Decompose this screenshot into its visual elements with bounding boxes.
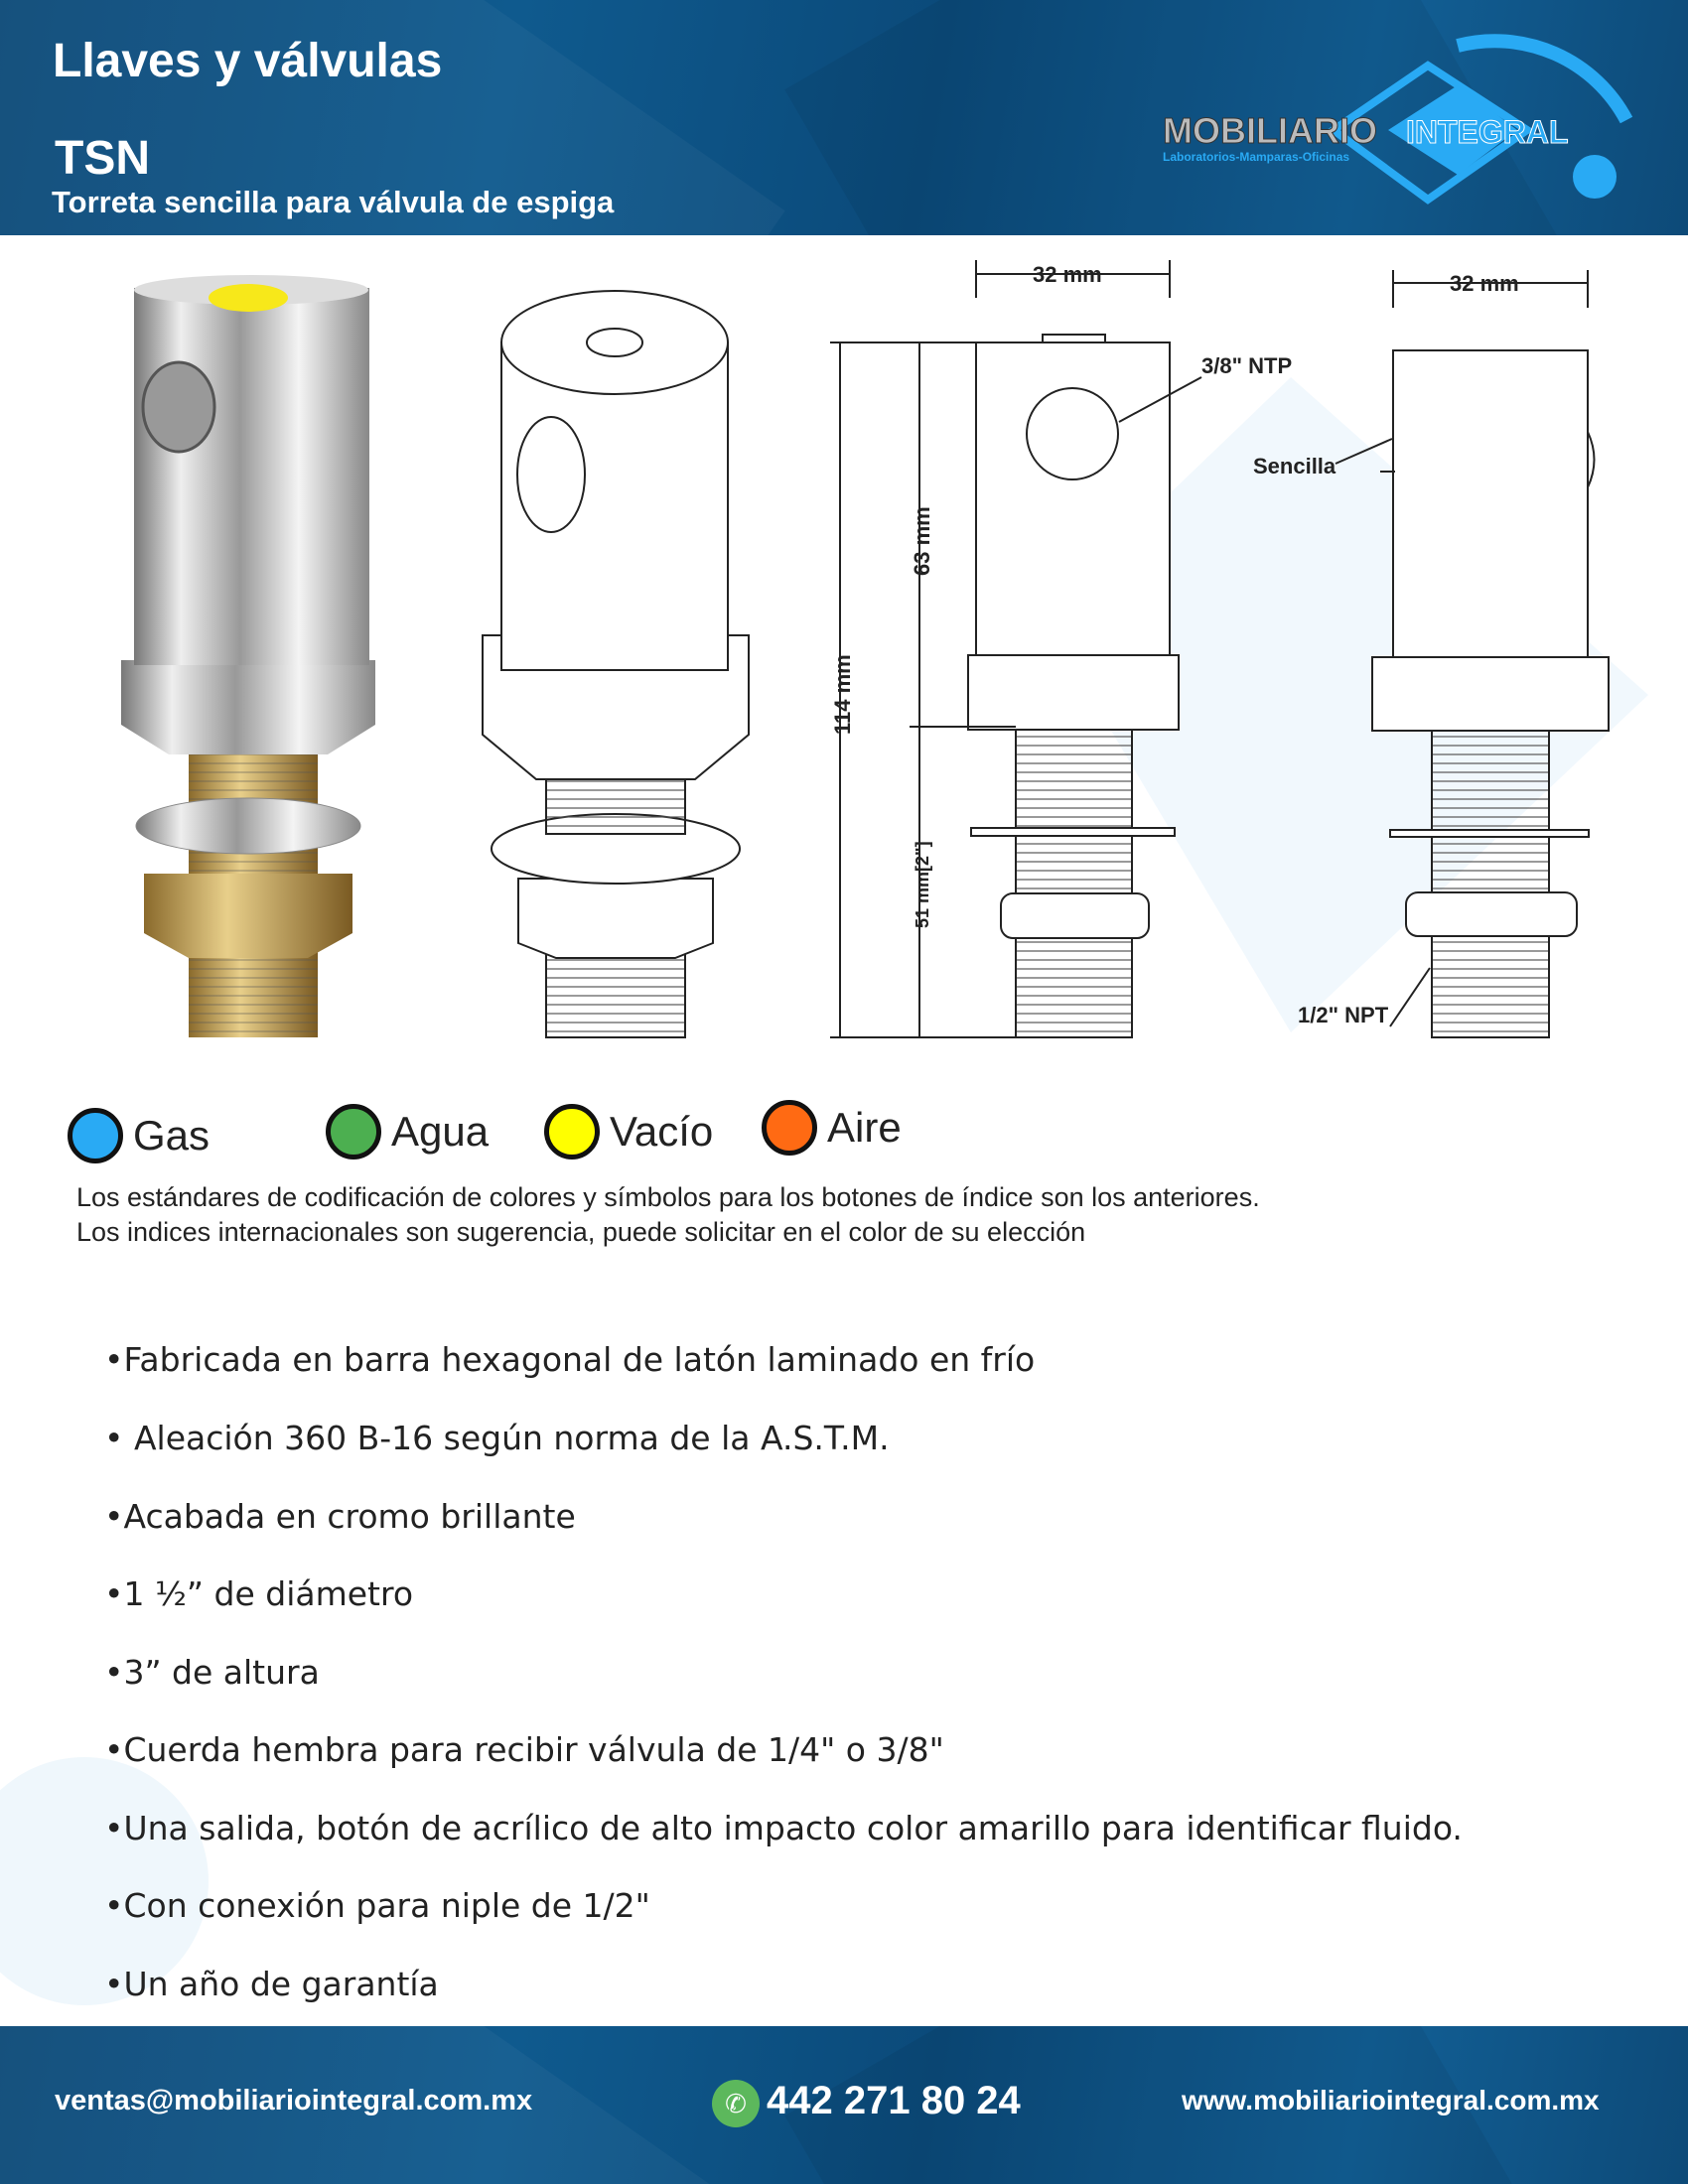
logo-tagline: Laboratorios-Mamparas-Oficinas xyxy=(1163,150,1349,164)
feature-item: •Cuerda hembra para recibir válvula de 1… xyxy=(104,1730,944,1769)
feature-item: •Con conexión para niple de 1/2" xyxy=(104,1886,650,1925)
legend-label: Vacío xyxy=(610,1108,714,1155)
page-title: Llaves y válvulas xyxy=(53,35,443,87)
product-code: TSN xyxy=(55,132,150,185)
dim-width-front: 32 mm xyxy=(1033,262,1102,287)
company-logo: MOBILIARIO INTEGRAL Laboratorios-Mampara… xyxy=(1163,34,1633,205)
feature-item: •3” de altura xyxy=(104,1653,320,1692)
dim-width-side: 32 mm xyxy=(1450,271,1519,296)
dim-side-label: Sencilla xyxy=(1253,454,1336,478)
decorative-circle xyxy=(0,1757,209,2005)
dim-total-height: 114 mm xyxy=(830,654,855,735)
legend-label: Agua xyxy=(391,1108,490,1155)
feature-item: •Fabricada en barra hexagonal de latón l… xyxy=(104,1340,1036,1379)
legend-vacio: Vacío xyxy=(544,1104,713,1160)
feature-item: •Acabada en cromo brillante xyxy=(104,1497,576,1536)
product-subtitle: Torreta sencilla para válvula de espiga xyxy=(52,185,615,219)
gas-color-dot xyxy=(68,1108,123,1163)
whatsapp-icon: ✆ xyxy=(712,2080,760,2127)
note-line: Los estándares de codificación de colore… xyxy=(76,1182,1260,1212)
vacio-color-dot xyxy=(544,1104,600,1160)
feature-item: • Aleación 360 B-16 según norma de la A.… xyxy=(104,1419,890,1457)
note-line: Los indices internacionales son sugerenc… xyxy=(76,1217,1086,1247)
footer-banner xyxy=(0,2026,1688,2184)
line-drawing xyxy=(482,290,750,1038)
product-photo xyxy=(121,275,375,1037)
legend-aire: Aire xyxy=(762,1100,902,1156)
legend-agua: Agua xyxy=(326,1104,489,1160)
yellow-indicator-button xyxy=(209,284,288,312)
logo-text-mobiliario: MOBILIARIO xyxy=(1163,110,1377,151)
footer-website[interactable]: www.mobiliariointegral.com.mx xyxy=(1182,2085,1600,2116)
dim-thread-height: 51 mm[2"] xyxy=(913,841,932,928)
legend-gas: Gas xyxy=(68,1108,210,1163)
feature-item: •Una salida, botón de acrílico de alto i… xyxy=(104,1809,1463,1847)
header-banner: Llaves y válvulas TSN Torreta sencilla p… xyxy=(0,0,1688,235)
dim-body-height: 63 mm xyxy=(910,506,934,576)
side-dimension-view xyxy=(1335,270,1610,1038)
dim-thread-bottom: 1/2" NPT xyxy=(1298,1003,1389,1027)
product-illustrations: 32 mm 32 mm 3/8" NTP Sencilla 1/2" NPT 1… xyxy=(121,260,1648,1038)
feature-item: •1 ½” de diámetro xyxy=(104,1574,414,1613)
legend-label: Aire xyxy=(827,1104,902,1151)
footer-email[interactable]: ventas@mobiliariointegral.com.mx xyxy=(55,2085,533,2116)
logo-text-integral: INTEGRAL xyxy=(1406,114,1569,150)
front-dimension-view xyxy=(830,260,1202,1038)
footer-phone[interactable]: 442 271 80 24 xyxy=(767,2079,1021,2122)
agua-color-dot xyxy=(326,1104,381,1160)
dim-thread-top: 3/8" NTP xyxy=(1201,353,1292,378)
legend-label: Gas xyxy=(133,1112,211,1159)
aire-color-dot xyxy=(762,1100,817,1156)
feature-item: •Un año de garantía xyxy=(104,1965,439,2003)
